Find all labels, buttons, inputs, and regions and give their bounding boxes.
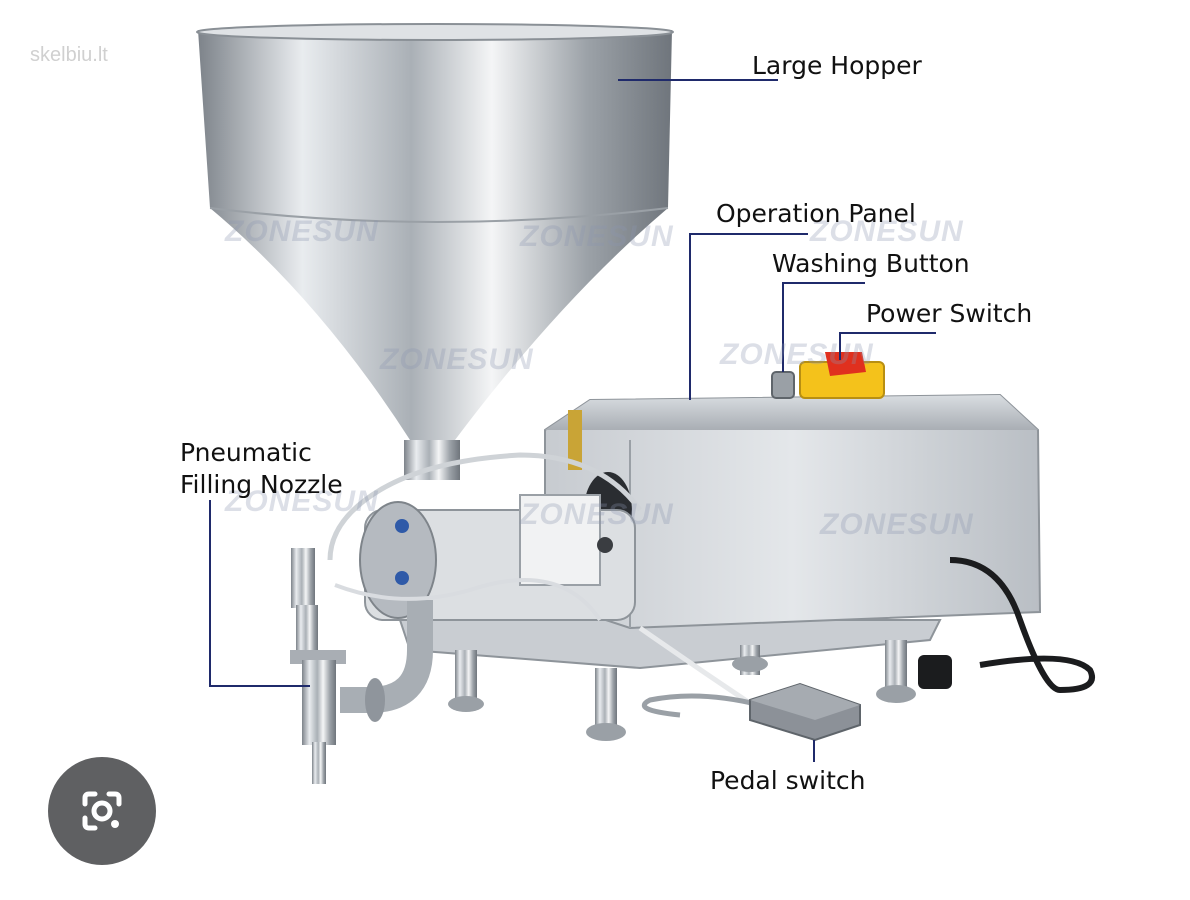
site-watermark: skelbiu.lt [30,44,108,66]
pedal-cable [638,625,762,718]
label-power-switch: Power Switch [866,299,1033,328]
label-large-hopper: Large Hopper [752,51,922,80]
power-switch [799,352,885,399]
lens-button[interactable] [48,757,156,865]
leader-pneumatic-nozzle [209,500,310,687]
pedal-switch [749,682,861,742]
pneumatic-filling-nozzle [290,548,346,784]
rotor-pump [359,494,636,621]
leader-lines [209,79,936,762]
label-pneumatic: Pneumatic [180,438,312,467]
leader-power-switch [839,332,936,360]
brand-watermark: ZONESUN [380,343,534,376]
brand-watermark: ZONESUN [520,498,674,531]
brand-watermark: ZONESUN [820,508,974,541]
leader-washing-button [782,282,865,372]
air-tubes [327,452,643,622]
brand-watermark: ZONESUN [810,215,964,248]
label-filling-nozzle: Filling Nozzle [180,470,343,499]
large-hopper [196,23,674,480]
leader-operation-panel [689,233,808,400]
brand-watermark: ZONESUN [225,485,379,518]
pipe-elbow [340,600,433,722]
brand-watermark: ZONESUN [520,220,674,253]
brand-watermark: ZONESUN [720,338,874,371]
google-lens-icon [82,791,122,831]
label-washing-button: Washing Button [772,249,970,278]
power-cable [918,557,1095,694]
brand-watermark: ZONESUN [225,215,379,248]
label-pedal-switch: Pedal switch [710,766,866,795]
washing-button [771,371,795,399]
label-operation-panel: Operation Panel [716,199,916,228]
